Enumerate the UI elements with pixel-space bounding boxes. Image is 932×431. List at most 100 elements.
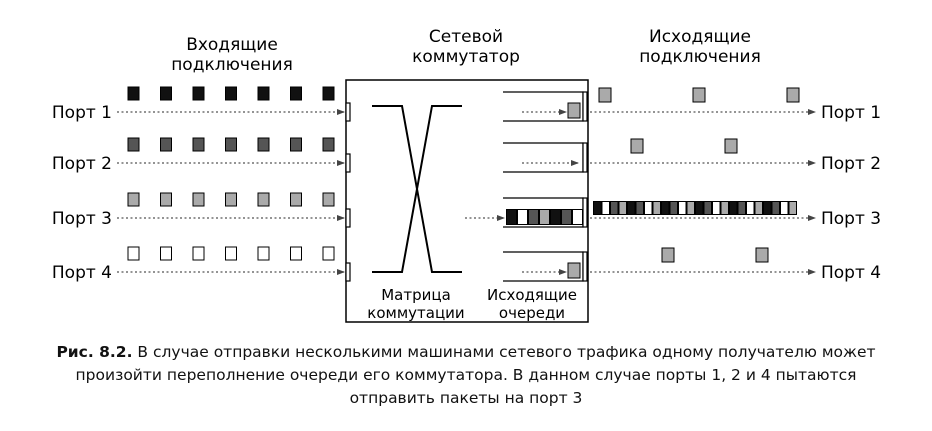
input-connector-4 [345, 262, 351, 282]
queued-packet-3-4 [540, 210, 549, 224]
input-packet-1-7 [322, 86, 335, 101]
input-packet-2-7 [322, 137, 335, 152]
output-packet-3-6 [636, 202, 643, 214]
matrix-label-line1: Матрица [381, 286, 451, 304]
input-packet-4-4 [225, 246, 237, 261]
output-packet-3-2 [602, 202, 609, 214]
caption-figure-label: Рис. 8.2. [56, 343, 133, 361]
input-port-label-2: Порт 2 [52, 154, 112, 174]
output-packet-3-9 [662, 202, 669, 214]
outgoing-header-line2: подключения [639, 47, 761, 67]
matrix-label-line2: коммутации [367, 304, 464, 322]
switch-header-line1: Сетевой [429, 27, 503, 47]
output-port-label-2: Порт 2 [821, 154, 881, 174]
input-port-label-1: Порт 1 [52, 103, 112, 123]
queued-packet-3-7 [573, 210, 582, 224]
queued-packet-3-3 [529, 210, 538, 224]
output-packet-4-2 [755, 247, 769, 263]
caption-text-1: В случае отправки несколькими машинами с… [132, 343, 876, 361]
input-packet-3-7 [322, 192, 335, 207]
output-packet-3-21 [764, 202, 771, 214]
input-packet-3-5 [257, 192, 270, 207]
matrix-line-b [372, 105, 462, 273]
output-packet-3-16 [721, 202, 728, 214]
input-packet-2-2 [160, 137, 172, 152]
output-connector-1 [582, 91, 588, 122]
input-packet-3-6 [290, 192, 302, 207]
output-packet-3-14 [704, 202, 711, 214]
figure-caption: Рис. 8.2. В случае отправки несколькими … [20, 341, 912, 410]
input-packet-2-5 [257, 137, 270, 152]
output-packet-2-1 [630, 138, 644, 154]
input-packet-2-1 [127, 137, 140, 152]
input-port-label-4: Порт 4 [52, 263, 112, 283]
output-packet-3-8 [653, 202, 660, 214]
output-packet-3-18 [738, 202, 745, 214]
queued-packet-3-1 [507, 210, 516, 224]
input-connector-1 [345, 102, 351, 122]
input-packet-1-5 [257, 86, 270, 101]
output-queue-2 [503, 142, 584, 173]
output-packet-3-17 [730, 202, 737, 214]
input-packet-3-3 [192, 192, 205, 207]
outgoing-header-line1: Исходящие [649, 27, 751, 47]
output-packet-3-19 [747, 202, 754, 214]
output-connector-4 [582, 251, 588, 282]
output-packet-3-5 [628, 202, 635, 214]
input-packet-4-3 [192, 246, 205, 261]
queued-packet-3-2 [518, 210, 527, 224]
output-port-label-1: Порт 1 [821, 103, 881, 123]
output-packet-1-2 [692, 87, 706, 103]
switch-diagram: Входящие подключения Сетевой коммутатор … [52, 27, 881, 323]
input-packet-4-1 [127, 246, 140, 261]
input-packet-1-4 [225, 86, 237, 101]
input-packet-4-2 [160, 246, 172, 261]
input-connector-3 [345, 208, 351, 228]
caption-line2: произойти переполнение очереди его комму… [75, 366, 857, 384]
queued-packet-3-6 [562, 210, 571, 224]
input-connector-2 [345, 153, 351, 173]
output-packet-3-12 [687, 202, 694, 214]
input-packet-4-5 [257, 246, 270, 261]
queued-packet-1-1 [567, 102, 581, 119]
output-packet-1-3 [786, 87, 800, 103]
output-packet-3-23 [781, 202, 788, 214]
output-packet-1-1 [598, 87, 612, 103]
input-packet-2-3 [192, 137, 205, 152]
input-port-label-3: Порт 3 [52, 209, 112, 229]
output-packet-3-24 [789, 202, 796, 214]
output-connector-3 [582, 197, 588, 228]
queued-packet-3-5 [551, 210, 560, 224]
caption-line3: отправить пакеты на порт 3 [349, 389, 583, 407]
output-packet-3-15 [713, 202, 720, 214]
output-packet-2-2 [724, 138, 738, 154]
output-packet-3-1 [594, 202, 601, 214]
output-packet-3-13 [696, 202, 703, 214]
output-packet-3-3 [611, 202, 618, 214]
input-packet-3-4 [225, 192, 237, 207]
output-packet-4-1 [661, 247, 675, 263]
input-packet-4-6 [290, 246, 302, 261]
input-packet-3-1 [127, 192, 140, 207]
output-packet-3-4 [619, 202, 626, 214]
switch-header-line2: коммутатор [412, 47, 520, 67]
input-packet-1-3 [192, 86, 205, 101]
incoming-header-line1: Входящие [186, 35, 278, 55]
output-block-3 [593, 201, 797, 215]
input-packet-1-1 [127, 86, 140, 101]
caption-line1: Рис. 8.2. В случае отправки несколькими … [20, 341, 912, 364]
output-port-label-4: Порт 4 [821, 263, 881, 283]
incoming-header-line2: подключения [171, 55, 293, 75]
input-packet-1-2 [160, 86, 172, 101]
output-packet-3-22 [772, 202, 779, 214]
switching-matrix [372, 105, 462, 273]
input-packet-4-7 [322, 246, 335, 261]
switch-box [345, 79, 589, 323]
queues-label-line1: Исходящие [487, 286, 577, 304]
output-packet-3-20 [755, 202, 762, 214]
output-packet-3-10 [670, 202, 677, 214]
input-packet-3-2 [160, 192, 172, 207]
output-port-label-3: Порт 3 [821, 209, 881, 229]
output-packet-3-7 [645, 202, 652, 214]
queues-label-line2: очереди [499, 304, 565, 322]
